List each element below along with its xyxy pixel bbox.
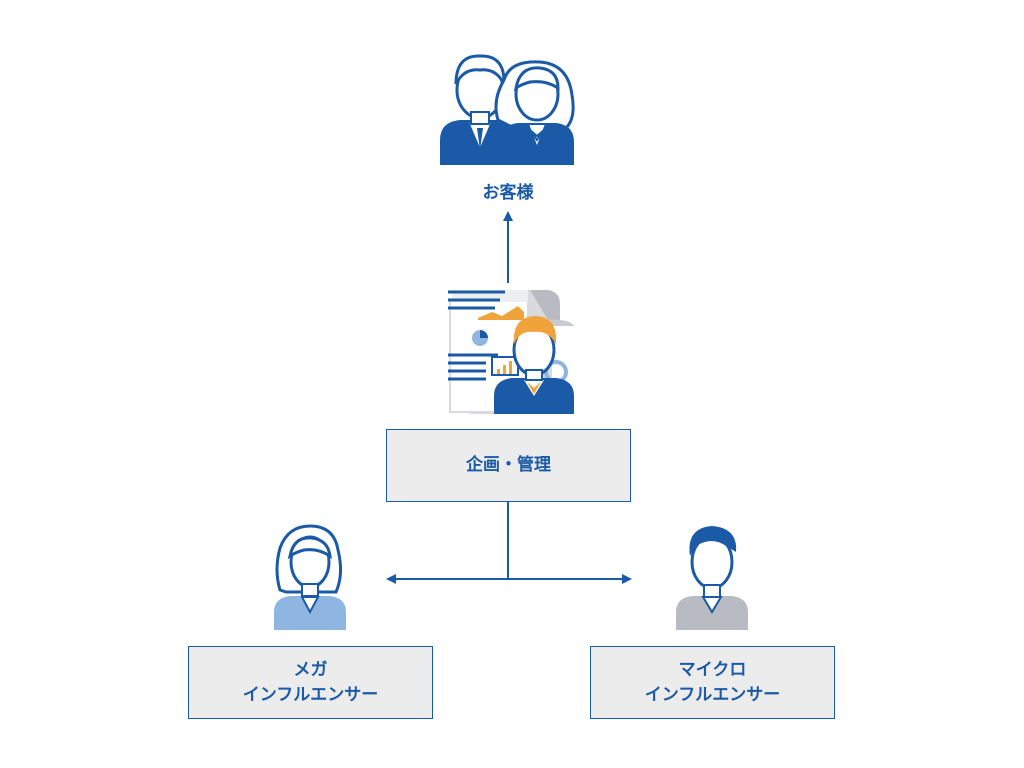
planning-label: 企画・管理: [466, 455, 551, 475]
micro-label-line1: マイクロ: [678, 659, 747, 680]
customers-label: お客様: [482, 183, 534, 203]
micro-influencer-box: マイクロ インフルエンサー: [590, 646, 835, 719]
planner-with-documents-icon: [448, 290, 574, 414]
mega-label-line1: メガ: [293, 659, 328, 680]
female-influencer-icon: [274, 524, 346, 630]
female-customer-icon: [494, 60, 575, 165]
planning-box: 企画・管理: [386, 429, 631, 502]
mega-influencer-box: メガ インフルエンサー: [188, 646, 433, 719]
mega-label-line2: インフルエンサー: [242, 684, 379, 705]
male-influencer-icon: [676, 526, 748, 630]
customer-pair-icon: [440, 54, 575, 165]
male-customer-icon: [440, 54, 520, 165]
micro-label-line2: インフルエンサー: [644, 684, 781, 705]
